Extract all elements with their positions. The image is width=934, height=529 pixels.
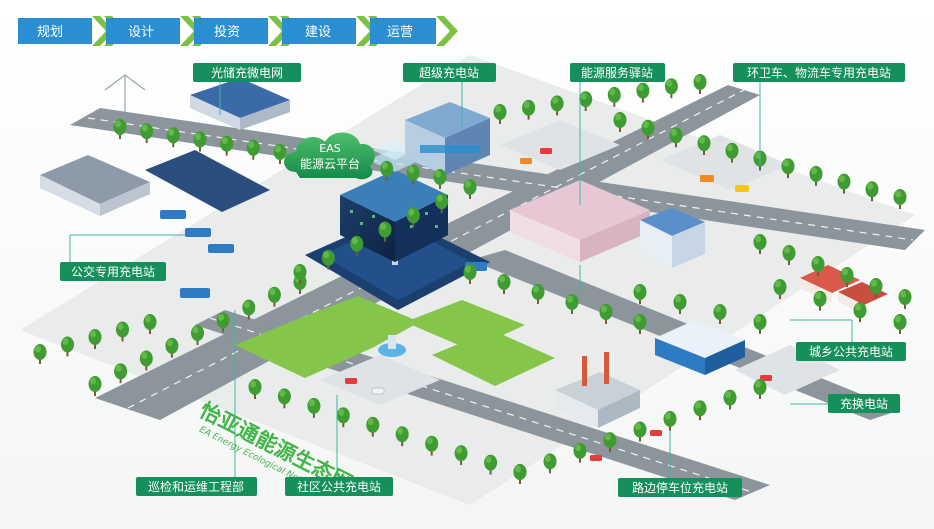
label-super-station: 超级充电站 xyxy=(403,63,496,82)
buses xyxy=(160,210,234,298)
svg-text:能源服务驿站: 能源服务驿站 xyxy=(581,65,653,80)
label-battery-swap: 充换电站 xyxy=(828,394,900,413)
label-bus: 公交专用充电站 xyxy=(60,262,166,281)
callout-lines xyxy=(69,82,853,478)
cloud-subtitle: 能源云平台 xyxy=(300,156,360,171)
label-urban-rural: 城乡公共充电站 xyxy=(796,342,906,361)
step-operate: 运营 xyxy=(370,18,436,44)
chimney xyxy=(604,352,609,384)
pv-microgrid-building xyxy=(104,74,290,130)
chevron-right-icon xyxy=(436,16,458,46)
process-steps: 规划 设计 投资 建设 运营 xyxy=(18,16,458,46)
step-label: 投资 xyxy=(214,24,240,40)
svg-text:环卫车、物流车专用充电站: 环卫车、物流车专用充电站 xyxy=(747,65,891,80)
solar-carport xyxy=(145,150,270,212)
step-build: 建设 xyxy=(282,18,356,44)
chimney xyxy=(582,356,587,386)
svg-text:充换电站: 充换电站 xyxy=(840,396,888,411)
cloud-title: EAS xyxy=(319,142,340,155)
step-label: 设计 xyxy=(128,25,154,40)
step-plan: 规划 xyxy=(18,18,92,44)
step-label: 运营 xyxy=(387,25,413,40)
label-sanitation: 环卫车、物流车专用充电站 xyxy=(733,63,905,82)
step-label: 规划 xyxy=(37,25,63,40)
service-building xyxy=(640,208,705,268)
label-community: 社区公共充电站 xyxy=(285,477,393,496)
svg-text:社区公共充电站: 社区公共充电站 xyxy=(297,479,381,494)
label-inspection: 巡检和运维工程部 xyxy=(136,477,257,496)
factory xyxy=(555,352,640,428)
swap-station xyxy=(655,320,745,375)
eas-cloud-badge: EAS 能源云平台 xyxy=(284,132,375,180)
svg-text:巡检和运维工程部: 巡检和运维工程部 xyxy=(148,479,244,494)
super-charging-tower xyxy=(405,102,490,175)
label-pv-microgrid: 光储充微电网 xyxy=(193,63,301,82)
step-design: 设计 xyxy=(106,18,180,44)
step-label: 建设 xyxy=(305,25,331,40)
svg-text:城乡公共充电站: 城乡公共充电站 xyxy=(809,344,893,359)
svg-text:超级充电站: 超级充电站 xyxy=(419,65,479,80)
svg-text:路边停车位充电站: 路边停车位充电站 xyxy=(632,480,728,495)
callout-labels: 光储充微电网 超级充电站 能源服务驿站 环卫车、物流车专用充电站 公交专用充电站… xyxy=(60,63,906,497)
label-roadside: 路边停车位充电站 xyxy=(618,478,742,497)
bus-depot xyxy=(40,150,270,298)
label-energy-service: 能源服务驿站 xyxy=(570,63,665,82)
park-area xyxy=(235,296,555,386)
svg-text:公交专用充电站: 公交专用充电站 xyxy=(71,264,155,279)
fountain-statue xyxy=(388,335,396,349)
svg-text:光储充微电网: 光储充微电网 xyxy=(211,65,283,80)
fountain xyxy=(378,343,406,357)
energy-service-mall xyxy=(510,180,650,262)
cloud-shape xyxy=(284,132,375,180)
road-northwest-southeast xyxy=(70,108,925,250)
step-invest: 投资 xyxy=(194,18,268,44)
